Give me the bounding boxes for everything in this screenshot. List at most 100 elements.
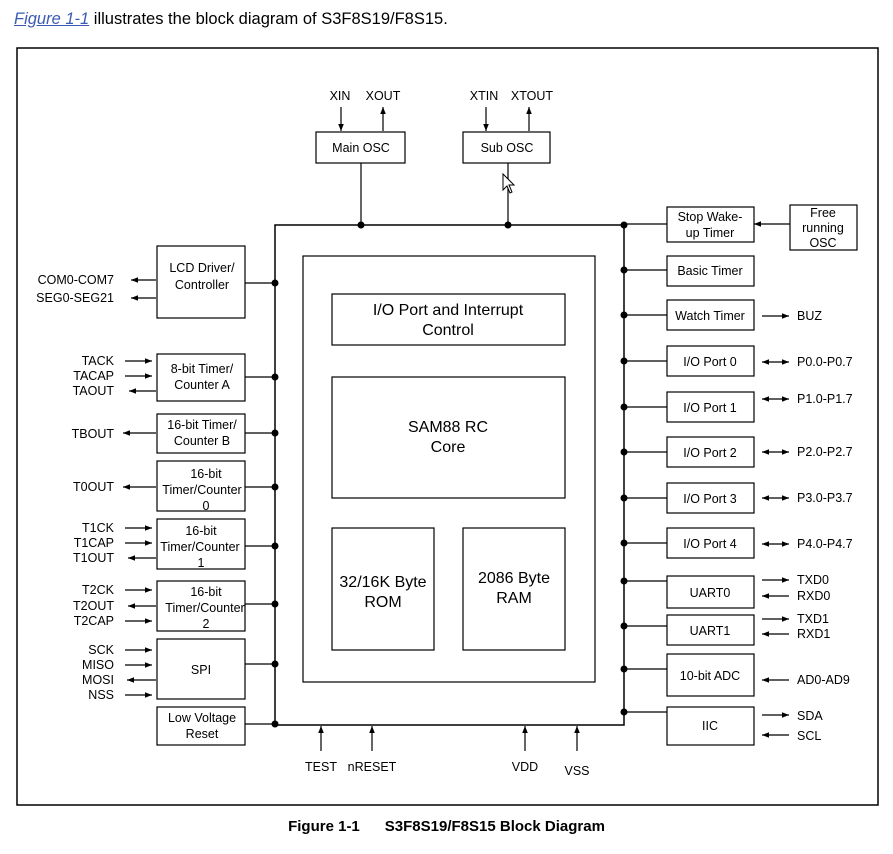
ram-label-2: RAM [496, 590, 532, 607]
adc-block [666, 653, 755, 697]
pin-xtin: XTIN [470, 89, 498, 103]
pin-t1ck: T1CK [82, 521, 115, 535]
timer-b-block [156, 413, 246, 454]
timer2-label-1: 16-bit [190, 585, 222, 599]
timer1-block [156, 518, 246, 570]
pin-rxd1: RXD1 [797, 627, 830, 641]
free-osc-label-3: OSC [809, 236, 836, 250]
pin-nreset: nRESET [348, 760, 397, 774]
pin-t2ck: T2CK [82, 583, 115, 597]
uart1-block [666, 614, 755, 646]
io-interrupt-label-1: I/O Port and Interrupt [373, 302, 524, 319]
sam88-core-block [331, 376, 566, 499]
sub-osc-block [462, 131, 551, 164]
timer1-label-3: 1 [198, 556, 205, 570]
iic-block [666, 706, 755, 746]
timer-a-label-1: 8-bit Timer/ [171, 362, 234, 376]
core-label-1: SAM88 RC [408, 419, 488, 436]
pin-t0out: T0OUT [73, 480, 114, 494]
timer0-label-2: Timer/Counter [162, 483, 241, 497]
timer-a-label-2: Counter A [174, 378, 230, 392]
pin-tacap: TACAP [73, 369, 114, 383]
pin-txd1: TXD1 [797, 612, 829, 626]
low-voltage-reset-block [156, 706, 246, 746]
basic-timer-label: Basic Timer [677, 264, 742, 278]
figure-link[interactable]: Figure 1-1 [14, 10, 90, 28]
pin-buz: BUZ [797, 309, 822, 323]
timer2-block [156, 580, 246, 632]
spi-block [156, 638, 246, 700]
pin-t1out: T1OUT [73, 551, 114, 565]
timer-a-block [156, 353, 246, 402]
pin-p2: P2.0-P2.7 [797, 445, 853, 459]
lvr-label-1: Low Voltage [168, 711, 236, 725]
io-port4-label: I/O Port 4 [683, 537, 737, 551]
pin-t2cap: T2CAP [74, 614, 114, 628]
pin-com: COM0-COM7 [38, 273, 114, 287]
io-port3-label: I/O Port 3 [683, 492, 737, 506]
io-port0-label: I/O Port 0 [683, 355, 737, 369]
pin-tbout: TBOUT [72, 427, 115, 441]
rom-label-1: 32/16K Byte [339, 574, 426, 591]
caption-label: Figure 1-1 [288, 818, 360, 835]
pin-p0: P0.0-P0.7 [797, 355, 853, 369]
pin-scl: SCL [797, 729, 821, 743]
caption-title: S3F8S19/F8S15 Block Diagram [384, 818, 605, 835]
pin-seg: SEG0-SEG21 [36, 291, 114, 305]
pin-xtout: XTOUT [511, 89, 553, 103]
timer1-label-2: Timer/Counter [160, 540, 239, 554]
stop-wakeup-label-2: up Timer [686, 226, 735, 240]
core-region [302, 255, 596, 683]
stop-wakeup-timer-block [666, 206, 755, 243]
lcd-label-1: LCD Driver/ [169, 261, 235, 275]
io-port3-block [666, 482, 755, 514]
timer0-label-3: 0 [203, 499, 210, 513]
stop-wakeup-label-1: Stop Wake- [678, 210, 743, 224]
uart0-label: UART0 [690, 586, 731, 600]
pin-sck: SCK [88, 643, 114, 657]
free-running-osc-block [789, 204, 858, 251]
figure-frame [16, 47, 879, 806]
pin-sda: SDA [797, 709, 823, 723]
pin-p4: P4.0-P4.7 [797, 537, 853, 551]
free-osc-label-2: running [802, 221, 844, 235]
lcd-driver-block [156, 245, 246, 319]
pin-adc: AD0-AD9 [797, 673, 850, 687]
main-osc-block [315, 131, 406, 164]
timer1-label-1: 16-bit [185, 524, 217, 538]
ram-label-1: 2086 Byte [478, 570, 550, 587]
timer0-label-1: 16-bit [190, 467, 222, 481]
timer2-label-3: 2 [203, 617, 210, 631]
spi-label: SPI [191, 663, 211, 677]
intro-sentence: Figure 1-1 illustrates the block diagram… [14, 10, 448, 29]
core-label-2: Core [431, 439, 466, 456]
io-port4-block [666, 527, 755, 559]
pin-txd0: TXD0 [797, 573, 829, 587]
pin-xout: XOUT [366, 89, 401, 103]
timer-b-label-2: Counter B [174, 434, 230, 448]
pin-t2out: T2OUT [73, 599, 114, 613]
io-port2-block [666, 436, 755, 468]
sub-osc-label: Sub OSC [481, 141, 534, 155]
system-bus [274, 224, 625, 726]
lcd-label-2: Controller [175, 278, 229, 292]
pin-taout: TAOUT [73, 384, 115, 398]
rom-block [331, 527, 435, 651]
rom-label-2: ROM [364, 594, 401, 611]
pin-vdd: VDD [512, 760, 538, 774]
io-interrupt-label-2: Control [422, 322, 474, 339]
timer-b-label-1: 16-bit Timer/ [167, 418, 237, 432]
watch-timer-block [666, 299, 755, 331]
basic-timer-block [666, 255, 755, 287]
pin-t1cap: T1CAP [74, 536, 114, 550]
adc-label: 10-bit ADC [680, 669, 740, 683]
timer2-label-2: Timer/Counter [165, 601, 244, 615]
uart0-block [666, 575, 755, 609]
pin-miso: MISO [82, 658, 114, 672]
main-osc-label: Main OSC [332, 141, 390, 155]
iic-label: IIC [702, 719, 718, 733]
lvr-label-2: Reset [186, 727, 219, 741]
intro-text: illustrates the block diagram of S3F8S19… [89, 10, 448, 28]
timer0-block [156, 460, 246, 512]
